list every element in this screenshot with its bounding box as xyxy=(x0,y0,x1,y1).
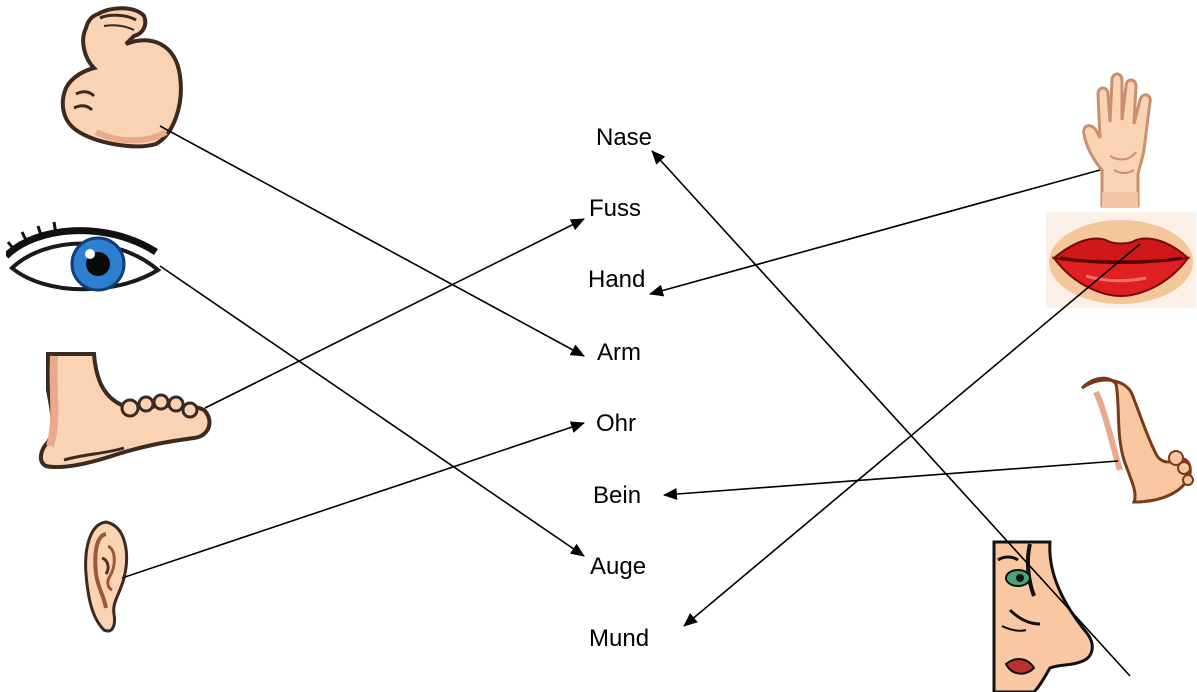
word-ohr: Ohr xyxy=(596,410,637,437)
arrow-eye-to-auge xyxy=(159,265,585,557)
hand-picture xyxy=(1082,72,1152,208)
ear-picture xyxy=(84,520,128,633)
word-mund: Mund xyxy=(589,625,650,652)
arrow-leg-to-bein xyxy=(663,460,1119,501)
word-fuss: Fuss xyxy=(589,195,642,222)
foot-picture xyxy=(39,352,212,470)
arrow-hand-to-hand xyxy=(649,169,1101,297)
arrow-ear-to-ohr xyxy=(121,421,585,579)
word-hand: Hand xyxy=(588,266,646,293)
word-bein: Bein xyxy=(593,482,642,509)
arm-picture xyxy=(60,6,183,149)
arrow-nose-to-nase xyxy=(651,150,1131,677)
nose-face-picture xyxy=(992,540,1094,692)
leg-picture xyxy=(1080,376,1194,504)
eye-picture xyxy=(6,216,162,308)
arrow-foot-to-fuss xyxy=(204,218,585,409)
word-nase: Nase xyxy=(596,124,653,151)
arrow-arm-to-arm xyxy=(159,125,585,357)
word-auge: Auge xyxy=(590,553,647,580)
lips-picture xyxy=(1046,212,1196,308)
word-arm: Arm xyxy=(597,339,641,366)
arrow-lips-to-mund xyxy=(683,243,1141,627)
